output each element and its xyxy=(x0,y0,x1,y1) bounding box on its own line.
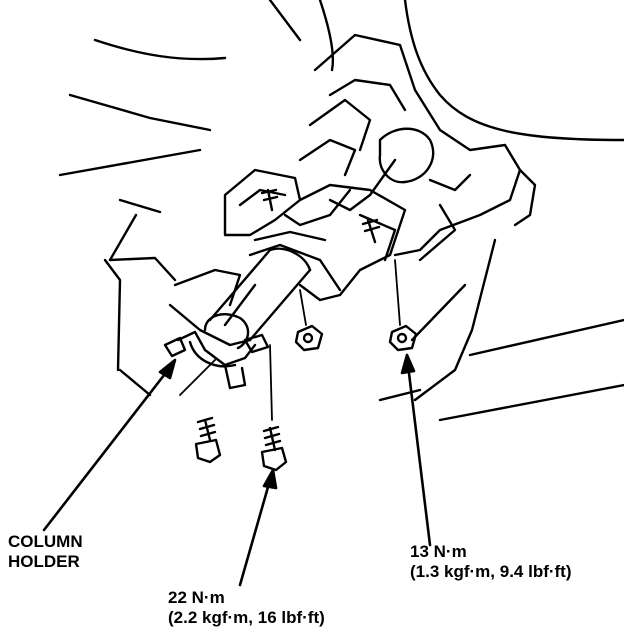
torque-22-label: 22 N·m (2.2 kgf·m, 16 lbf·ft) xyxy=(168,588,325,628)
torque-13-line1: 13 N·m xyxy=(410,542,467,561)
body-outline xyxy=(58,0,624,422)
column-holder-line1: COLUMN xyxy=(8,532,83,551)
column-holder-clamp xyxy=(163,268,270,390)
assembly-guide-lines xyxy=(179,259,401,421)
steering-shaft xyxy=(208,247,312,342)
mounting-bracket xyxy=(223,168,407,302)
bolt-icon xyxy=(194,188,381,472)
arrow-icon xyxy=(42,353,432,587)
torque-13-label: 13 N·m (1.3 kgf·m, 9.4 lbf·ft) xyxy=(410,542,572,582)
torque-13-line2: (1.3 kgf·m, 9.4 lbf·ft) xyxy=(410,562,572,581)
nut-icon xyxy=(294,324,418,352)
column-housing xyxy=(283,33,522,262)
torque-22-line1: 22 N·m xyxy=(168,588,225,607)
column-holder-label: COLUMN HOLDER xyxy=(8,532,83,572)
torque-22-line2: (2.2 kgf·m, 16 lbf·ft) xyxy=(168,608,325,627)
column-holder-line2: HOLDER xyxy=(8,552,80,571)
